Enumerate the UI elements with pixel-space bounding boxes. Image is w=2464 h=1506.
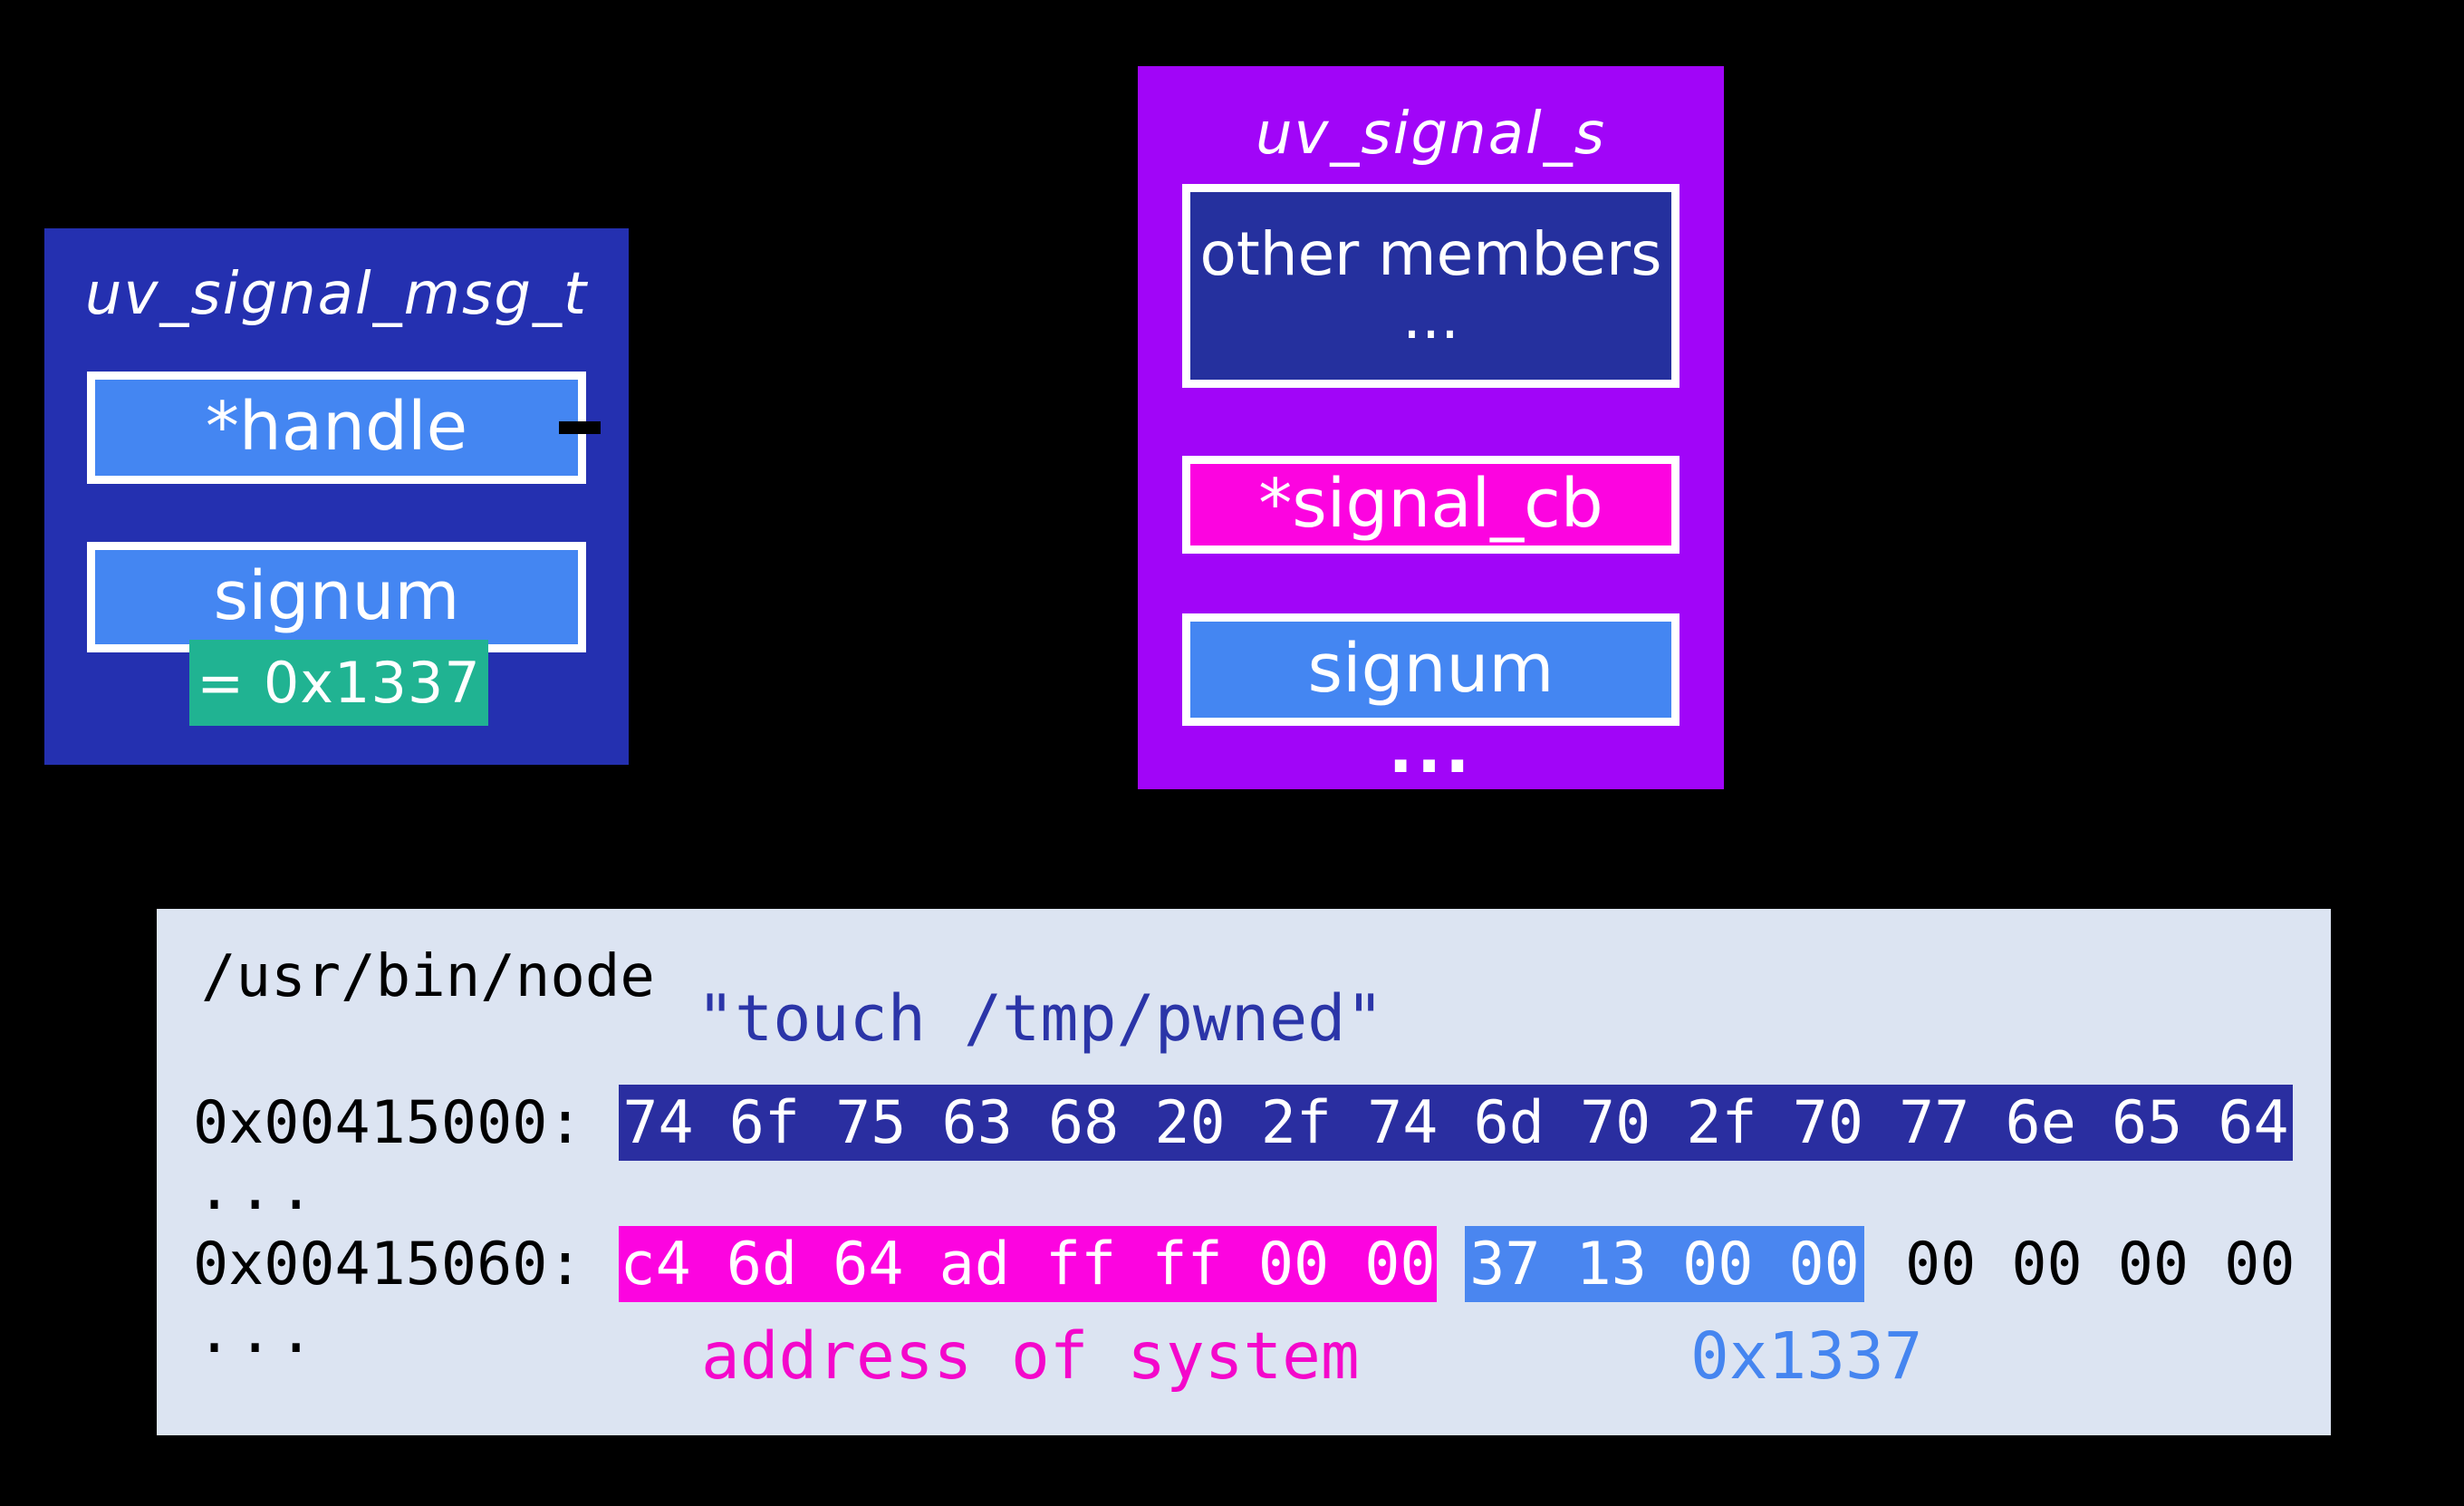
hex-bytes-padding: 00 00 00 00 bbox=[1905, 1230, 2296, 1298]
memory-address-row1: 0x00415000: bbox=[193, 1088, 583, 1157]
field-other-members-label: other members bbox=[1199, 219, 1662, 290]
struct-ellipsis: ... bbox=[1388, 711, 1474, 787]
field-other-members: other members ... bbox=[1182, 184, 1680, 388]
field-signum-label: signum bbox=[213, 557, 460, 636]
memory-gap-ellipsis-bottom: ... bbox=[197, 1298, 320, 1366]
hex-bytes-system-address: c4 6d 64 ad ff ff 00 00 bbox=[619, 1226, 1437, 1302]
system-address-caption: address of system bbox=[701, 1318, 1360, 1394]
struct-title-uv-signal-s: uv_signal_s bbox=[1255, 101, 1607, 168]
memory-dump-panel: /usr/bin/node "touch /tmp/pwned" 0x00415… bbox=[157, 909, 2331, 1435]
field-handle: *handle bbox=[87, 372, 586, 484]
hex-bytes-command-string: 74 6f 75 63 68 20 2f 74 6d 70 2f 70 77 6… bbox=[619, 1085, 2293, 1161]
field-handle-label: *handle bbox=[205, 388, 468, 467]
signum-value-caption: 0x1337 bbox=[1690, 1318, 1923, 1394]
uv-signal-msg-t-struct: uv_signal_msg_t *handle signum = 0x1337 bbox=[44, 228, 629, 765]
field-signal-signum-label: signum bbox=[1307, 630, 1554, 709]
field-other-members-ellipsis: ... bbox=[1402, 282, 1459, 352]
uv-signal-s-struct: uv_signal_s other members ... *signal_cb… bbox=[1138, 66, 1724, 789]
hex-bytes-signum-value: 37 13 00 00 bbox=[1465, 1226, 1864, 1302]
memory-gap-ellipsis: ... bbox=[197, 1155, 320, 1223]
struct-title-uv-signal-msg-t: uv_signal_msg_t bbox=[84, 261, 589, 328]
binary-path-label: /usr/bin/node bbox=[201, 943, 655, 1010]
memory-address-row2: 0x00415060: bbox=[193, 1230, 583, 1298]
field-signal-cb: *signal_cb bbox=[1182, 456, 1680, 554]
field-signal-signum: signum bbox=[1182, 613, 1680, 726]
handle-pointer-line bbox=[559, 421, 601, 434]
command-string-label: "touch /tmp/pwned" bbox=[697, 981, 1384, 1056]
field-signum: signum bbox=[87, 542, 586, 652]
signum-value-badge: = 0x1337 bbox=[189, 640, 488, 726]
field-signal-cb-label: *signal_cb bbox=[1258, 465, 1603, 544]
